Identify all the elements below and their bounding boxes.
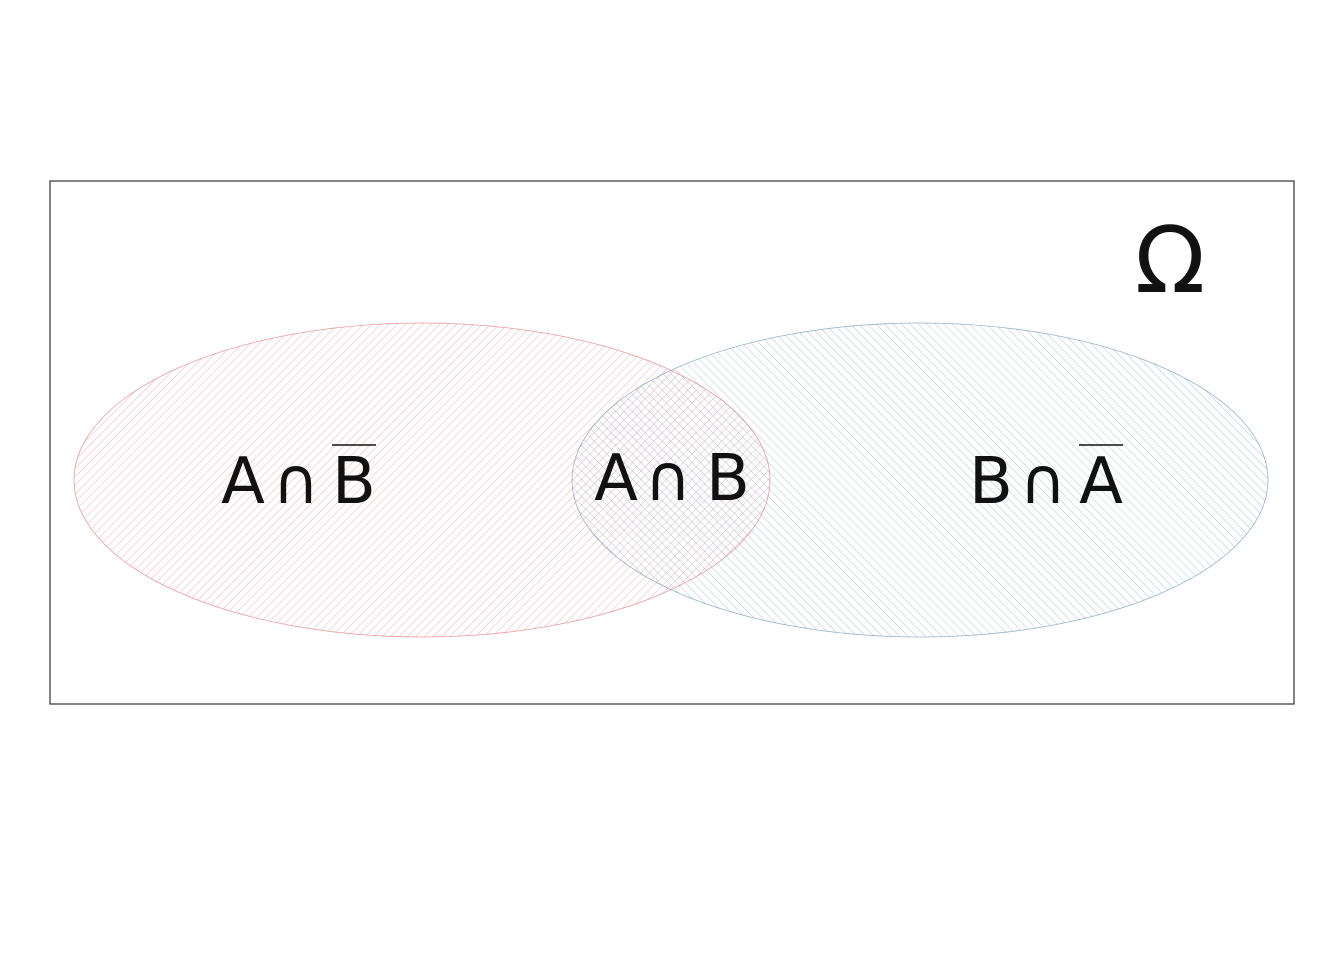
region-a-not-b-left: A: [221, 445, 265, 519]
region-a-and-b-right: B: [706, 442, 750, 516]
region-b-not-a-left: B: [969, 445, 1013, 519]
region-a-not-b-right: B: [332, 445, 376, 519]
set-b-ellipse: [571, 322, 1269, 638]
region-a-and-b-operator: ∩: [645, 442, 692, 516]
universe-frame: [49, 180, 1295, 705]
universe-label: Ω: [1135, 207, 1205, 314]
region-a-not-b-operator: ∩: [273, 445, 320, 519]
region-b-not-a-label: B ∩ A: [969, 444, 1123, 519]
region-a-not-b-label: A ∩ B: [221, 444, 376, 519]
region-a-and-b-label: A ∩ B: [594, 442, 750, 516]
region-b-not-a-operator: ∩: [1020, 445, 1067, 519]
region-a-and-b-left: A: [594, 442, 638, 516]
region-b-not-a-right: A: [1079, 445, 1123, 519]
